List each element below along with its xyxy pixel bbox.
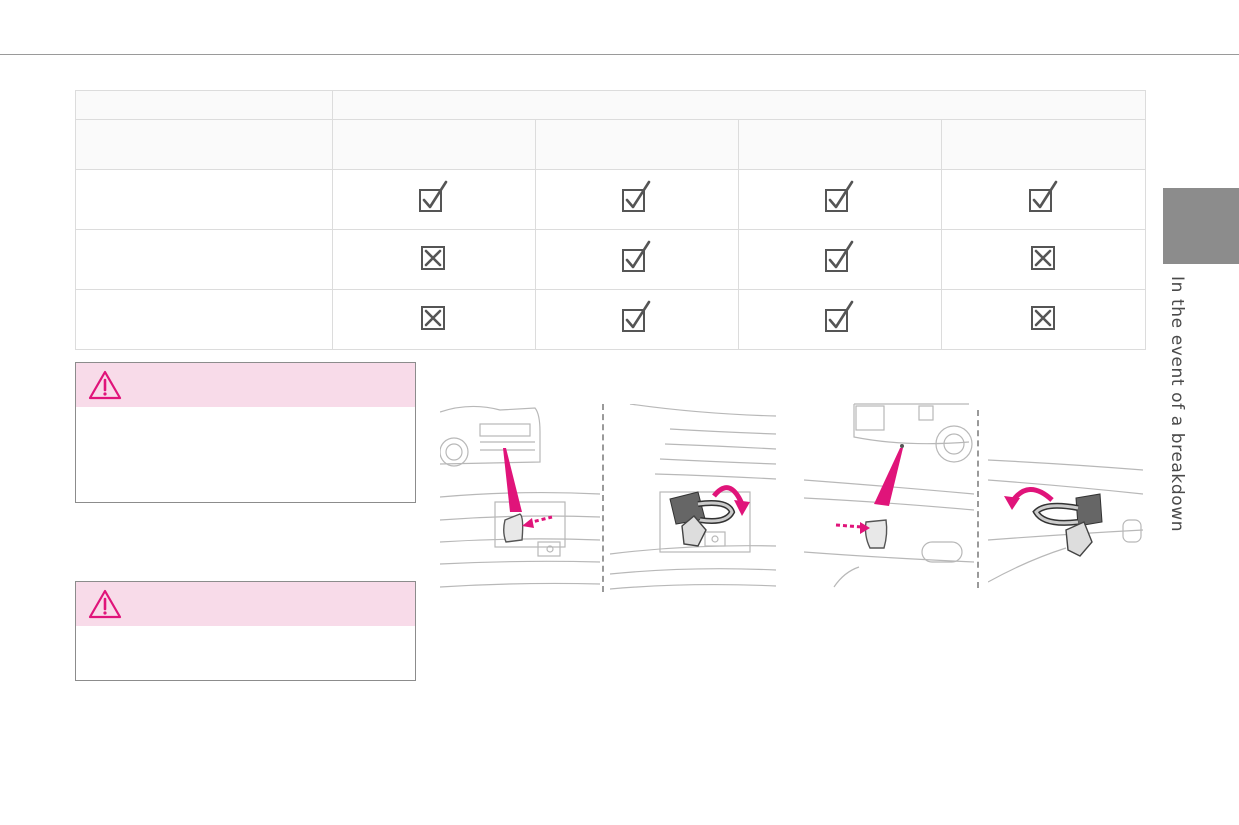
illustration-separator bbox=[977, 410, 979, 588]
checkbox-checked-icon bbox=[621, 240, 653, 274]
rear-towing-eye-fitting-illustration bbox=[988, 450, 1143, 585]
table-row bbox=[75, 169, 1146, 230]
warning-box bbox=[75, 581, 416, 681]
warning-triangle-icon bbox=[88, 369, 122, 406]
table-row bbox=[75, 289, 1146, 350]
rear-towing-eye-location-illustration bbox=[804, 402, 974, 594]
warning-box bbox=[75, 362, 416, 503]
table-column-header bbox=[535, 119, 739, 170]
illustration-separator bbox=[602, 404, 604, 592]
checkbox-crossed-icon bbox=[418, 240, 450, 274]
row-label-cell bbox=[75, 229, 333, 290]
checkbox-checked-icon bbox=[824, 180, 856, 214]
table-corner-cell bbox=[75, 90, 333, 120]
front-towing-eye-location-illustration bbox=[440, 402, 600, 594]
header-rule bbox=[0, 54, 1239, 55]
checkbox-crossed-icon bbox=[418, 300, 450, 334]
table-column-header bbox=[332, 119, 536, 170]
checkbox-checked-icon bbox=[418, 180, 450, 214]
chapter-tab bbox=[1163, 188, 1239, 264]
front-towing-eye-fitting-illustration bbox=[610, 404, 778, 594]
table-group-header bbox=[332, 90, 1146, 120]
checkbox-checked-icon bbox=[621, 180, 653, 214]
warning-header bbox=[76, 582, 415, 626]
table-column-header bbox=[941, 119, 1146, 170]
checkbox-checked-icon bbox=[824, 240, 856, 274]
checkbox-crossed-icon bbox=[1028, 240, 1060, 274]
row-label-cell bbox=[75, 169, 333, 230]
checkbox-crossed-icon bbox=[1028, 300, 1060, 334]
warning-header bbox=[76, 363, 415, 407]
chapter-title: In the event of a breakdown bbox=[1167, 276, 1187, 533]
table-row-header-empty bbox=[75, 119, 333, 170]
towing-compatibility-table bbox=[75, 90, 1146, 350]
table-row bbox=[75, 229, 1146, 290]
checkbox-checked-icon bbox=[621, 300, 653, 334]
checkbox-checked-icon bbox=[1028, 180, 1060, 214]
warning-triangle-icon bbox=[88, 588, 122, 625]
checkbox-checked-icon bbox=[824, 300, 856, 334]
table-column-header bbox=[738, 119, 942, 170]
row-label-cell bbox=[75, 289, 333, 350]
